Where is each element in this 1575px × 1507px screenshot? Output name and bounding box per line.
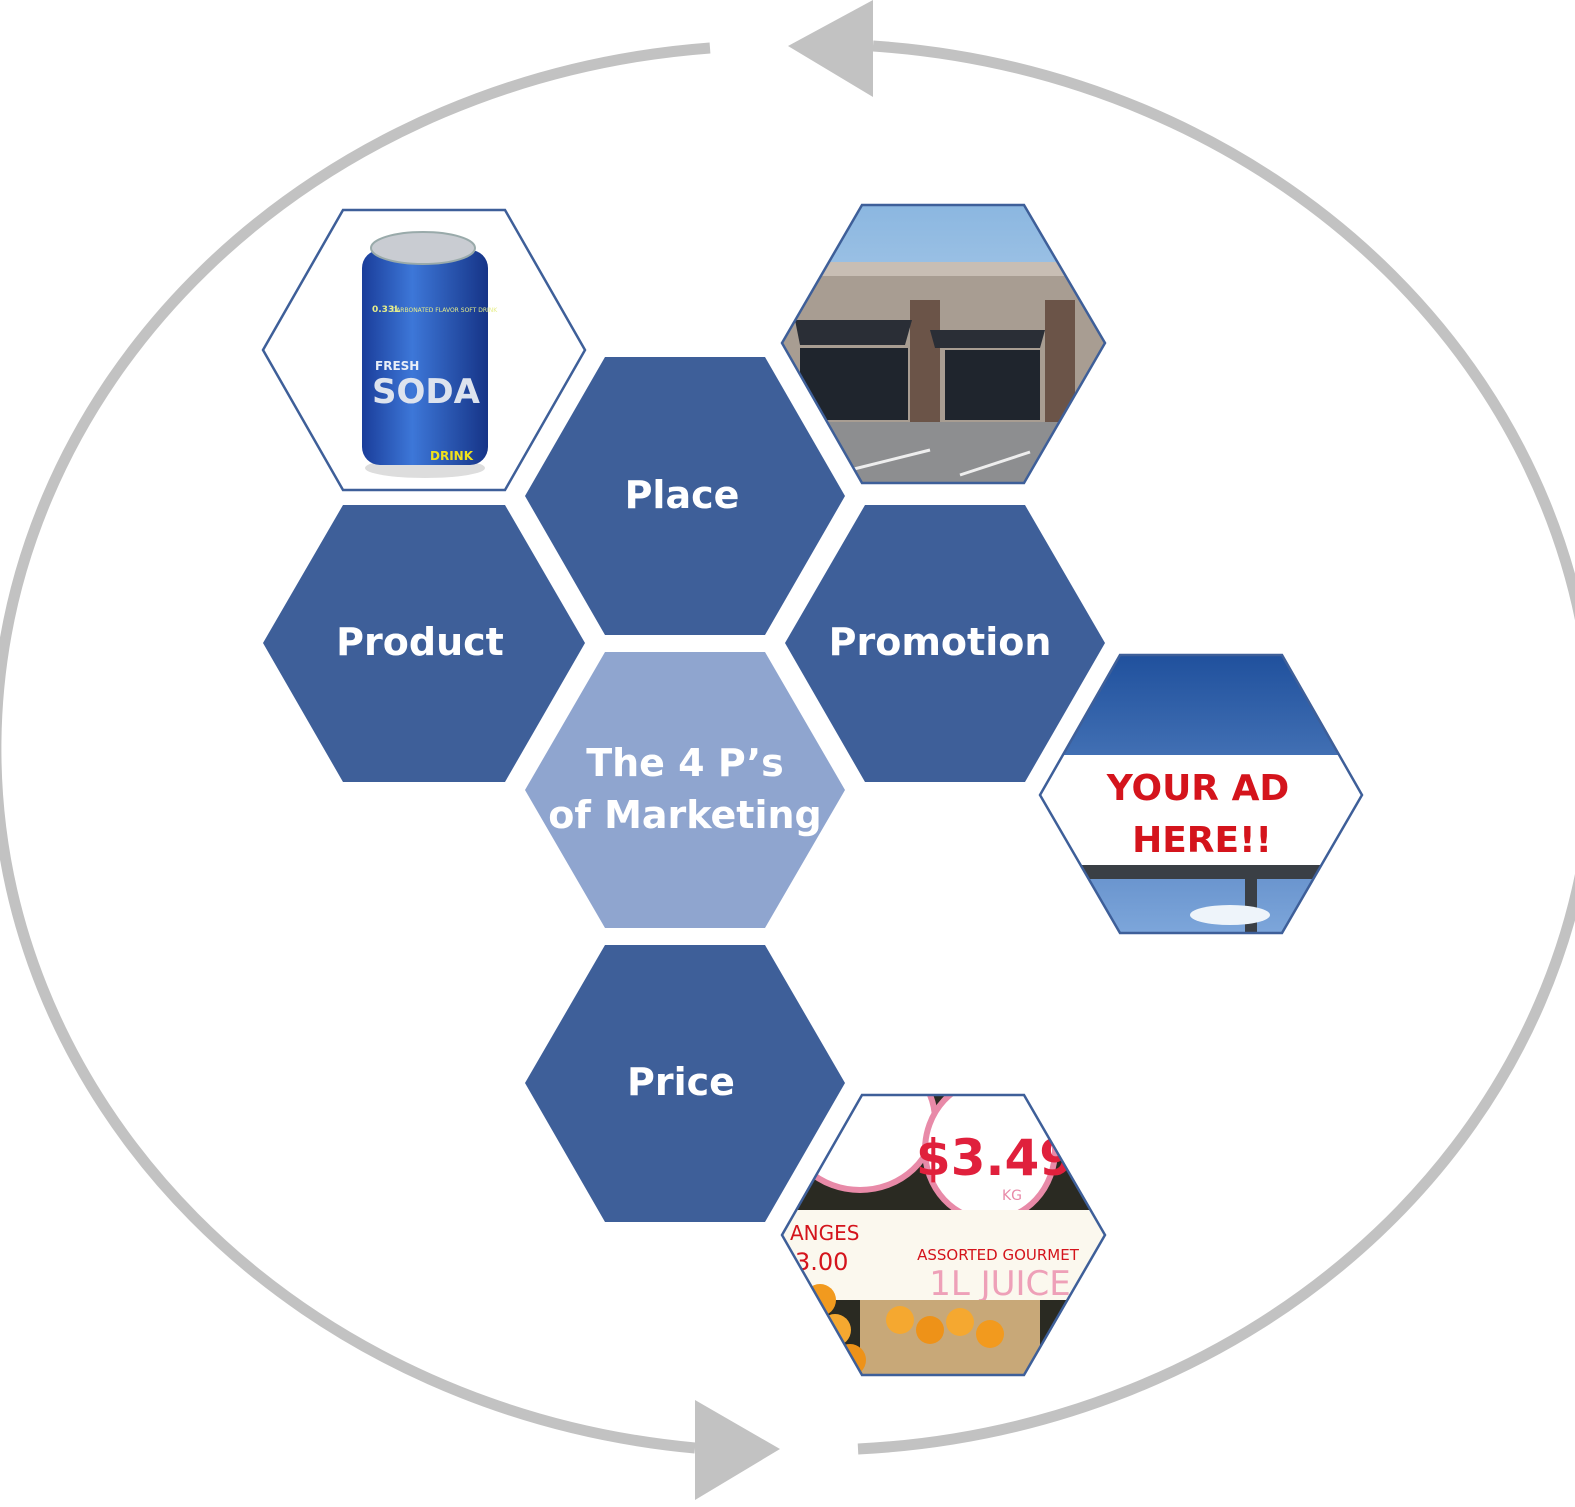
market-price-sign: $3.49: [916, 1129, 1074, 1187]
center-title-line1: The 4 P’s: [586, 741, 784, 785]
billboard-text-line2: HERE!!: [1132, 820, 1272, 861]
hex-price: Price: [525, 945, 845, 1222]
center-title-line2: of Marketing: [548, 793, 822, 837]
can-fresh: FRESH: [375, 359, 419, 373]
hex-product: Product: [263, 505, 585, 782]
can-band: CARBONATED FLAVOR SOFT DRINK: [392, 307, 498, 314]
hex-label-product: Product: [336, 620, 504, 664]
arrowhead-right-icon: [695, 1400, 780, 1500]
hex-label-place: Place: [625, 473, 740, 517]
price-photo-market: $3.49 KG ASSORTED GOURMET 1L JUICE ANGES…: [780, 1093, 1107, 1377]
product-photo-soda-can: 0.33L CARBONATED FLAVOR SOFT DRINK FRESH…: [261, 208, 587, 492]
can-brand: SODA: [372, 372, 481, 412]
hex-label-promotion: Promotion: [829, 620, 1052, 664]
market-price-unit: KG: [1002, 1188, 1022, 1204]
hex-place: Place: [525, 357, 845, 635]
can-drink: DRINK: [430, 449, 474, 463]
hex-promotion: Promotion: [785, 505, 1105, 782]
market-sign-oranges: ANGES: [790, 1221, 859, 1245]
cycle-arc-left: [0, 42, 711, 1454]
place-photo-storefront: [780, 203, 1107, 485]
hex-center-title: The 4 P’s of Marketing: [525, 652, 845, 928]
hex-label-price: Price: [627, 1060, 735, 1104]
market-sign-juice: 1L JUICE: [929, 1264, 1071, 1304]
market-sign-gourmet: ASSORTED GOURMET: [917, 1246, 1080, 1264]
can-volume: 0.33L: [372, 305, 400, 315]
arrowhead-left-icon: [788, 0, 873, 97]
cycle-arc-right: [857, 40, 1575, 1455]
promotion-photo-billboard: YOUR AD HERE!!: [1038, 653, 1364, 935]
billboard-text-line1: YOUR AD: [1106, 768, 1290, 809]
